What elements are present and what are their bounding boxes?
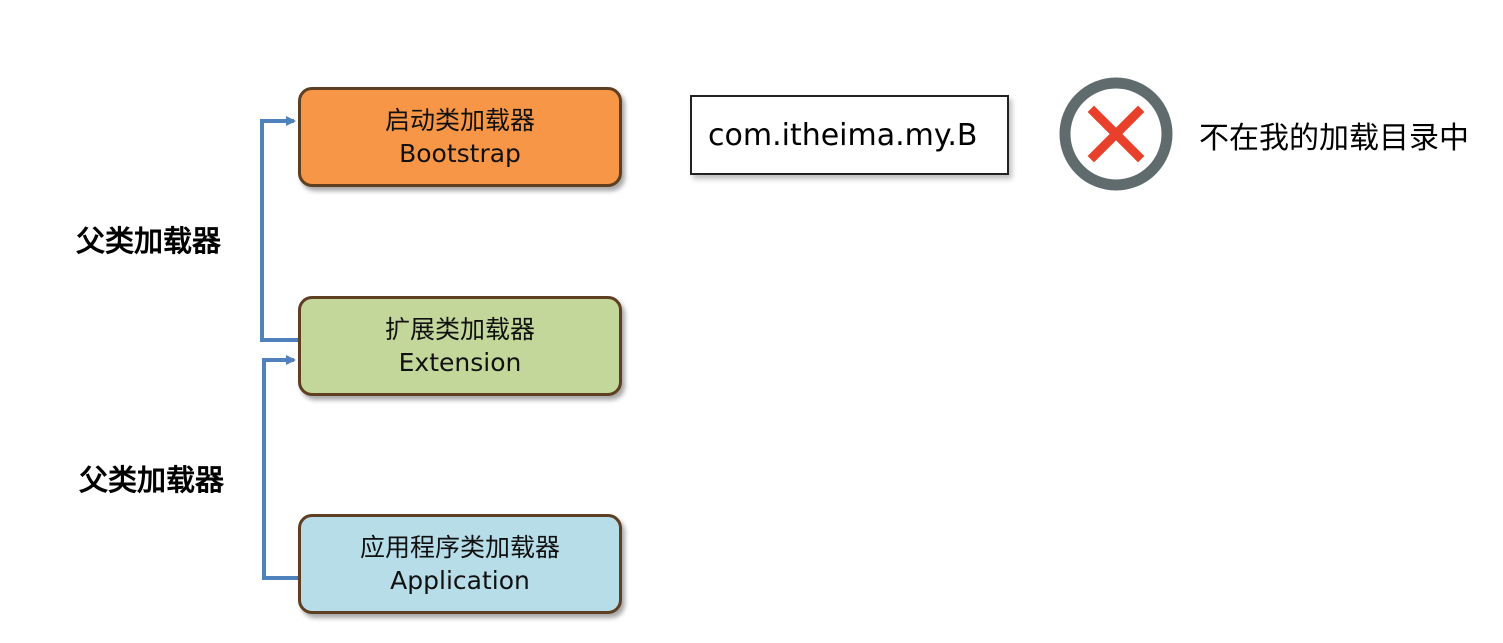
result-message: 不在我的加载目录中 [1199, 121, 1469, 156]
class-name-box: com.itheima.my.B [690, 95, 1009, 175]
bootstrap-loader-cn-label: 启动类加载器 [384, 106, 535, 135]
extension-loader-en-label: Extension [398, 348, 522, 377]
class-name-label: com.itheima.my.B [708, 117, 978, 153]
x-circle-icon [1059, 77, 1173, 191]
parent-loader-label-bottom: 父类加载器 [79, 463, 225, 497]
bootstrap-loader-box: 启动类加载器 Bootstrap [298, 87, 622, 187]
application-loader-en-label: Application [390, 566, 530, 595]
extension-loader-box: 扩展类加载器 Extension [298, 296, 622, 396]
reject-cross [1087, 105, 1145, 163]
connector-application-to-extension [262, 355, 298, 580]
connector-extension-to-bootstrap [260, 116, 298, 342]
extension-loader-cn-label: 扩展类加载器 [384, 315, 535, 344]
application-loader-box: 应用程序类加载器 Application [298, 514, 622, 614]
application-loader-cn-label: 应用程序类加载器 [359, 533, 560, 562]
bootstrap-loader-en-label: Bootstrap [399, 139, 521, 168]
parent-loader-label-top: 父类加载器 [76, 224, 222, 258]
